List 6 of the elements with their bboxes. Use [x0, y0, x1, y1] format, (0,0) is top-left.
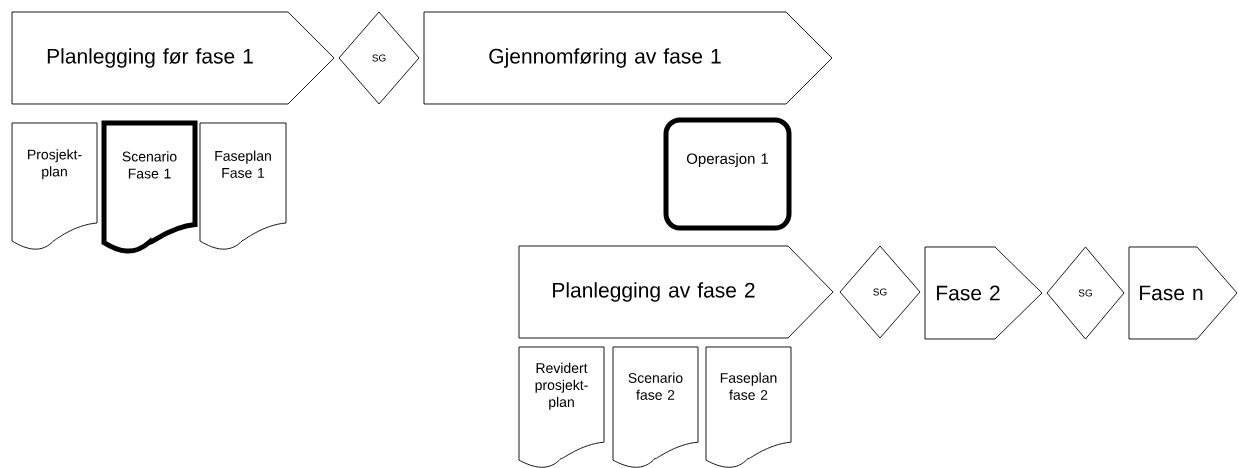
phase-pentagon: Fase n: [1128, 246, 1238, 340]
rounded-box: Operasjon 1: [663, 117, 792, 231]
phase-pentagon: Gjennomføring av fase 1: [423, 11, 833, 105]
phase-pentagon: Planlegging av fase 2: [518, 245, 834, 339]
phase-pentagon: Fase 2: [924, 246, 1043, 340]
phase-pentagon: Planlegging før fase 1: [11, 11, 335, 105]
